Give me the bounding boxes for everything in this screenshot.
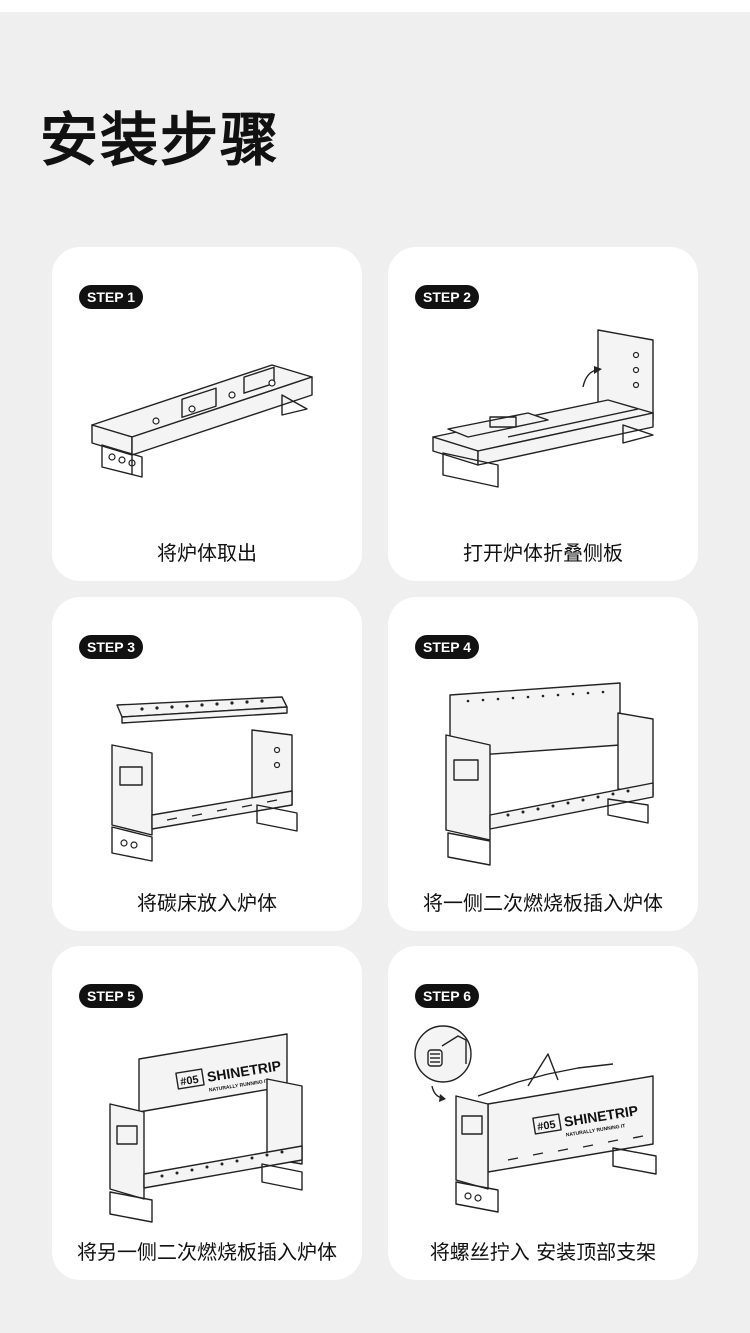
step-card-5: STEP 5 #05 SHINETRIP NATURALLY RUNNING I…	[52, 946, 362, 1280]
step-badge: STEP 6	[415, 984, 479, 1008]
insert-second-panel-illustration: #05 SHINETRIP NATURALLY RUNNING IT	[109, 1033, 303, 1223]
step-caption: 将一侧二次燃烧板插入炉体	[423, 891, 663, 915]
step-caption: 将螺丝拧入 安装顶部支架	[429, 1240, 657, 1264]
top-band	[0, 0, 750, 12]
step-badge: STEP 2	[415, 285, 479, 309]
step-card-1: STEP 1 将炉体取出	[52, 247, 362, 581]
step-badge: STEP 4	[415, 635, 479, 659]
charcoal-bed-illustration	[111, 696, 298, 862]
insert-first-panel-illustration	[445, 682, 654, 866]
step-badge: STEP 3	[79, 635, 143, 659]
brand-plate-number: #05	[536, 1119, 556, 1134]
step-badge: STEP 5	[79, 984, 143, 1008]
step-caption: 将炉体取出	[157, 541, 257, 565]
step-card-4: STEP 4 将一侧二次燃烧板插入炉体	[388, 597, 698, 931]
step-card-6: STEP 6 #05 SHINETRIP NATURALLY RUNNING I…	[388, 946, 698, 1280]
step-caption: 将碳床放入炉体	[137, 891, 277, 915]
step-badge: STEP 1	[79, 285, 143, 309]
folded-stove-illustration	[91, 364, 313, 478]
step-caption: 打开炉体折叠侧板	[463, 541, 623, 565]
brand-plate-number: #05	[179, 1074, 199, 1089]
step-caption: 将另一侧二次燃烧板插入炉体	[77, 1240, 337, 1264]
page-title: 安装步骤	[40, 106, 281, 174]
open-side-panel-illustration	[432, 329, 654, 488]
step-card-2: STEP 2 打开炉体折叠侧板	[388, 247, 698, 581]
step-card-3: STEP 3 将碳床放入炉体	[52, 597, 362, 931]
install-top-bracket-illustration: #05 SHINETRIP NATURALLY RUNNING IT	[414, 1025, 657, 1213]
